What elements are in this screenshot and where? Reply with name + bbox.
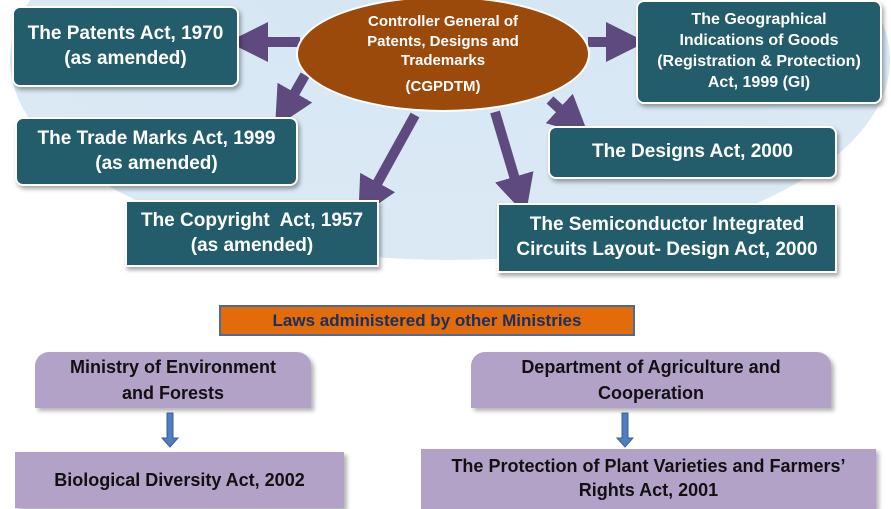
- center-abbr: (CGPDTM): [405, 77, 481, 95]
- copyright-act-box: The Copyright Act, 1957 (as amended): [125, 200, 379, 267]
- heading-text: Laws administered by other Ministries: [272, 310, 582, 330]
- act-title: (Registration & Protection): [657, 53, 861, 70]
- arrow-to-trademarks: [275, 72, 313, 128]
- act-title: The Designs Act, 2000: [592, 141, 793, 163]
- biological-diversity-act-box: Biological Diversity Act, 2002: [15, 452, 344, 508]
- designs-act-box: The Designs Act, 2000: [548, 126, 837, 179]
- ministry-environment-box: Ministry of Environment and Forests: [35, 352, 311, 408]
- ministry-name: Department of Agriculture and: [521, 356, 781, 377]
- center-line: Patents, Designs and: [367, 32, 519, 50]
- gi-act-box: The Geographical Indications of Goods (R…: [636, 0, 882, 104]
- ministry-name: Ministry of Environment: [69, 356, 276, 377]
- act-title: The Patents Act, 1970: [27, 22, 224, 44]
- act-title: The Geographical: [691, 11, 827, 29]
- ministry-name: and Forests: [121, 383, 225, 403]
- act-title: Rights Act, 2001: [578, 480, 719, 501]
- trademarks-act-box: The Trade Marks Act, 1999 (as amended): [15, 117, 298, 186]
- other-ministries-heading: Laws administered by other Ministries: [219, 305, 635, 336]
- act-title: Act, 1999 (GI): [707, 73, 811, 91]
- center-line: Controller General of: [367, 13, 519, 30]
- act-title: Circuits Layout- Design Act, 2000: [516, 239, 818, 260]
- ministry-name: Cooperation: [598, 383, 704, 403]
- arrow-to-designs: [545, 93, 589, 136]
- act-title: The Copyright Act, 1957: [140, 209, 364, 231]
- cgpdtm-node: Controller General of Patents, Designs a…: [296, 0, 590, 112]
- dept-agriculture-box: Department of Agriculture and Cooperatio…: [471, 352, 831, 408]
- down-arrow-icon: [160, 412, 180, 448]
- act-title: The Trade Marks Act, 1999: [37, 127, 276, 149]
- down-arrow-icon: [615, 412, 635, 448]
- act-note: (as amended): [190, 234, 314, 256]
- act-title: Indications of Goods: [679, 32, 839, 50]
- down-arrows: [160, 412, 635, 448]
- act-title: The Protection of Plant Varieties and Fa…: [451, 456, 846, 476]
- patents-act-box: The Patents Act, 1970 (as amended): [12, 6, 239, 87]
- act-title: Biological Diversity Act, 2002: [54, 469, 305, 490]
- act-title: The Semiconductor Integrated: [529, 214, 805, 236]
- plant-varieties-act-box: The Protection of Plant Varieties and Fa…: [421, 449, 876, 509]
- act-note: (as amended): [64, 47, 187, 69]
- arrow-to-copyright: [358, 112, 420, 218]
- act-note: (as amended): [95, 152, 218, 174]
- arrow-to-semiconductor: [490, 110, 534, 216]
- center-line: Trademarks: [400, 52, 486, 69]
- semiconductor-act-box: The Semiconductor Integrated Circuits La…: [497, 203, 837, 273]
